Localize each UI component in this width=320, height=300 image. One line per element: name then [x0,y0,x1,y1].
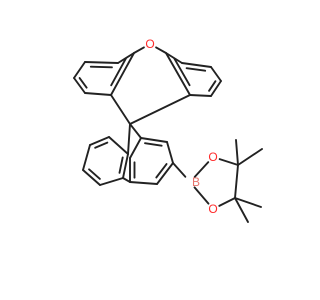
bond-C9-H1 [129,123,142,139]
bond-H4-H5 [129,181,158,185]
bond-A2-A3 [84,61,119,64]
oxygen-label-xanthene: O [145,37,154,51]
double-bond-A4-A5 [78,77,88,89]
bond-H3-H4 [156,162,174,185]
double-bond-B4-B5 [208,80,217,92]
bond-A4-A5 [73,77,86,94]
chemical-structure: O B O O [73,37,263,223]
bond-O1-A1 [133,46,145,54]
bond-F5-F6 [122,153,129,179]
bond-A5-A6 [84,92,112,96]
bond-B4-B5 [210,80,222,97]
bond-B2-B3 [181,62,212,68]
bond-F3-F4 [82,169,101,186]
double-bond-H3-H4 [155,163,168,179]
bond-OU-CU [218,158,239,166]
double-bond-F1-F2 [94,141,109,149]
bond-H6-H1 [129,137,142,159]
bond-H3-BB [172,162,187,178]
bond-F4-F5 [99,177,124,186]
boron-label: B [192,175,200,189]
oxygen-label-boronate-lower: O [208,202,217,216]
bond-B5-B6 [189,94,212,97]
bond-CU-M1 [237,148,263,166]
double-bond-A2-A3 [89,65,113,69]
bond-O1-B1 [155,46,167,54]
oxygen-label-boronate-upper: O [208,150,217,164]
bond-F5-H5 [122,177,131,183]
bond-CL-M4 [234,197,249,223]
bond-H1-H2 [140,137,168,143]
bond-CL-M3 [234,197,262,208]
bond-BB-OL [193,186,210,205]
bond-A6-A1 [110,52,135,96]
bond-C9-F6 [127,123,131,155]
bond-layer [73,46,263,223]
atom-labels: O B O O [145,37,217,216]
double-bond-B6-B1 [173,57,191,87]
double-bond-B2-B3 [185,67,207,72]
bond-OL-CL [218,197,236,207]
double-bond-H1-H2 [144,142,163,147]
bond-B6-B1 [165,52,191,96]
double-bond-A6-A1 [110,57,127,87]
bond-CU-CL [234,164,239,199]
bond-H2-H3 [166,141,174,164]
bond-F6-F1 [108,136,129,155]
bond-B6-C9 [129,94,191,125]
bond-A3-A4 [73,61,86,79]
bond-B3-B4 [210,66,222,82]
double-bond-F5-F6 [118,156,124,174]
double-bond-F3-F4 [88,168,101,180]
bond-A6-C9 [110,94,131,125]
bond-CU-M2 [235,139,239,166]
bond-F2-F3 [82,144,91,171]
bond-BB-OU [193,161,210,178]
bond-F1-F2 [89,136,110,146]
